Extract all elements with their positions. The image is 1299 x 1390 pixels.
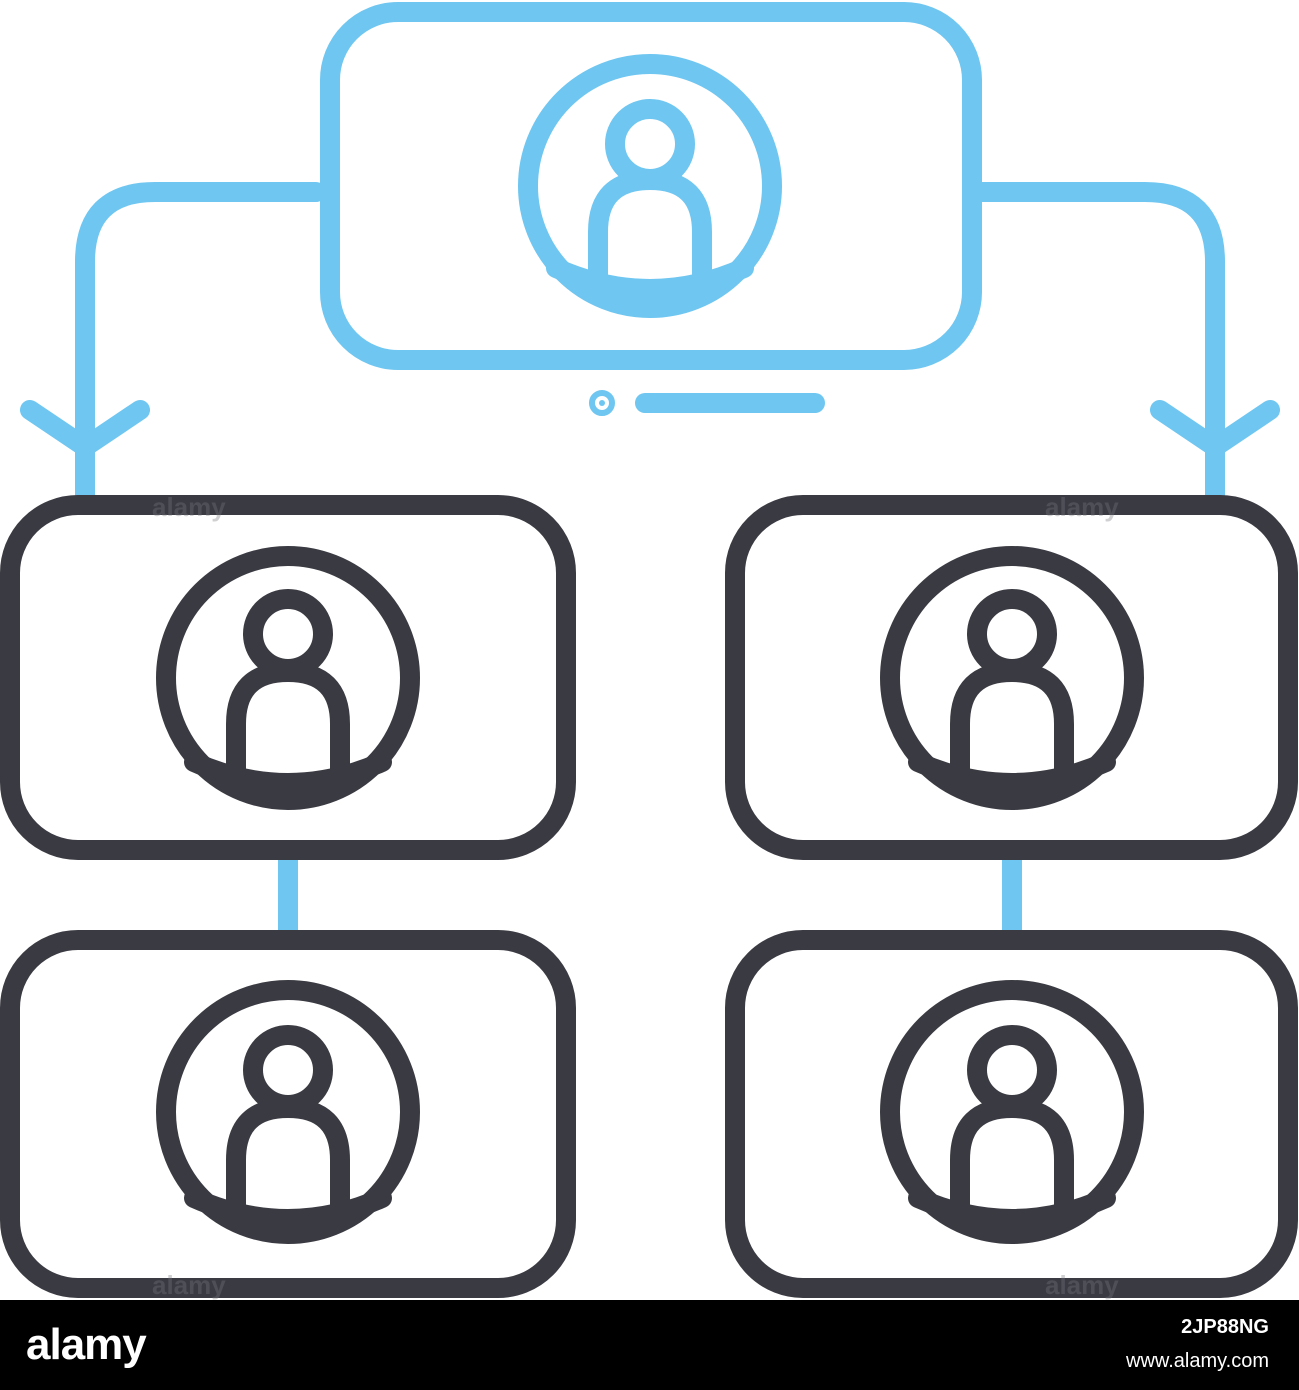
- person-icon: [156, 980, 420, 1244]
- node-bottom-left: [0, 930, 576, 1298]
- dot-mark: [589, 390, 615, 416]
- org-chart-diagram: [0, 0, 1299, 1300]
- node-top: [320, 2, 982, 370]
- arrow-connector-left: [75, 182, 326, 515]
- alamy-logo: alamy: [26, 1320, 147, 1369]
- arrow-head-left-icon: [20, 400, 150, 457]
- node-bottom-right: [725, 930, 1298, 1298]
- faint-watermark: alamy: [1045, 492, 1119, 522]
- faint-watermark: alamy: [152, 492, 226, 522]
- watermark-bar: alamy 2JP88NG www.alamy.com: [0, 1300, 1299, 1390]
- watermark-meta: 2JP88NG www.alamy.com: [1126, 1310, 1269, 1378]
- person-icon: [156, 546, 420, 810]
- person-icon: [518, 54, 782, 318]
- node-mid-left: [0, 495, 576, 860]
- faint-watermark: alamy: [1045, 1270, 1119, 1300]
- arrow-head-right-icon: [1150, 400, 1280, 457]
- person-icon: [880, 980, 1144, 1244]
- node-mid-right: [725, 495, 1298, 860]
- watermark-url: www.alamy.com: [1126, 1350, 1269, 1372]
- person-icon: [880, 546, 1144, 810]
- arrow-connector-right: [972, 182, 1225, 515]
- image-id: 2JP88NG: [1181, 1316, 1269, 1338]
- faint-watermark: alamy: [152, 1270, 226, 1300]
